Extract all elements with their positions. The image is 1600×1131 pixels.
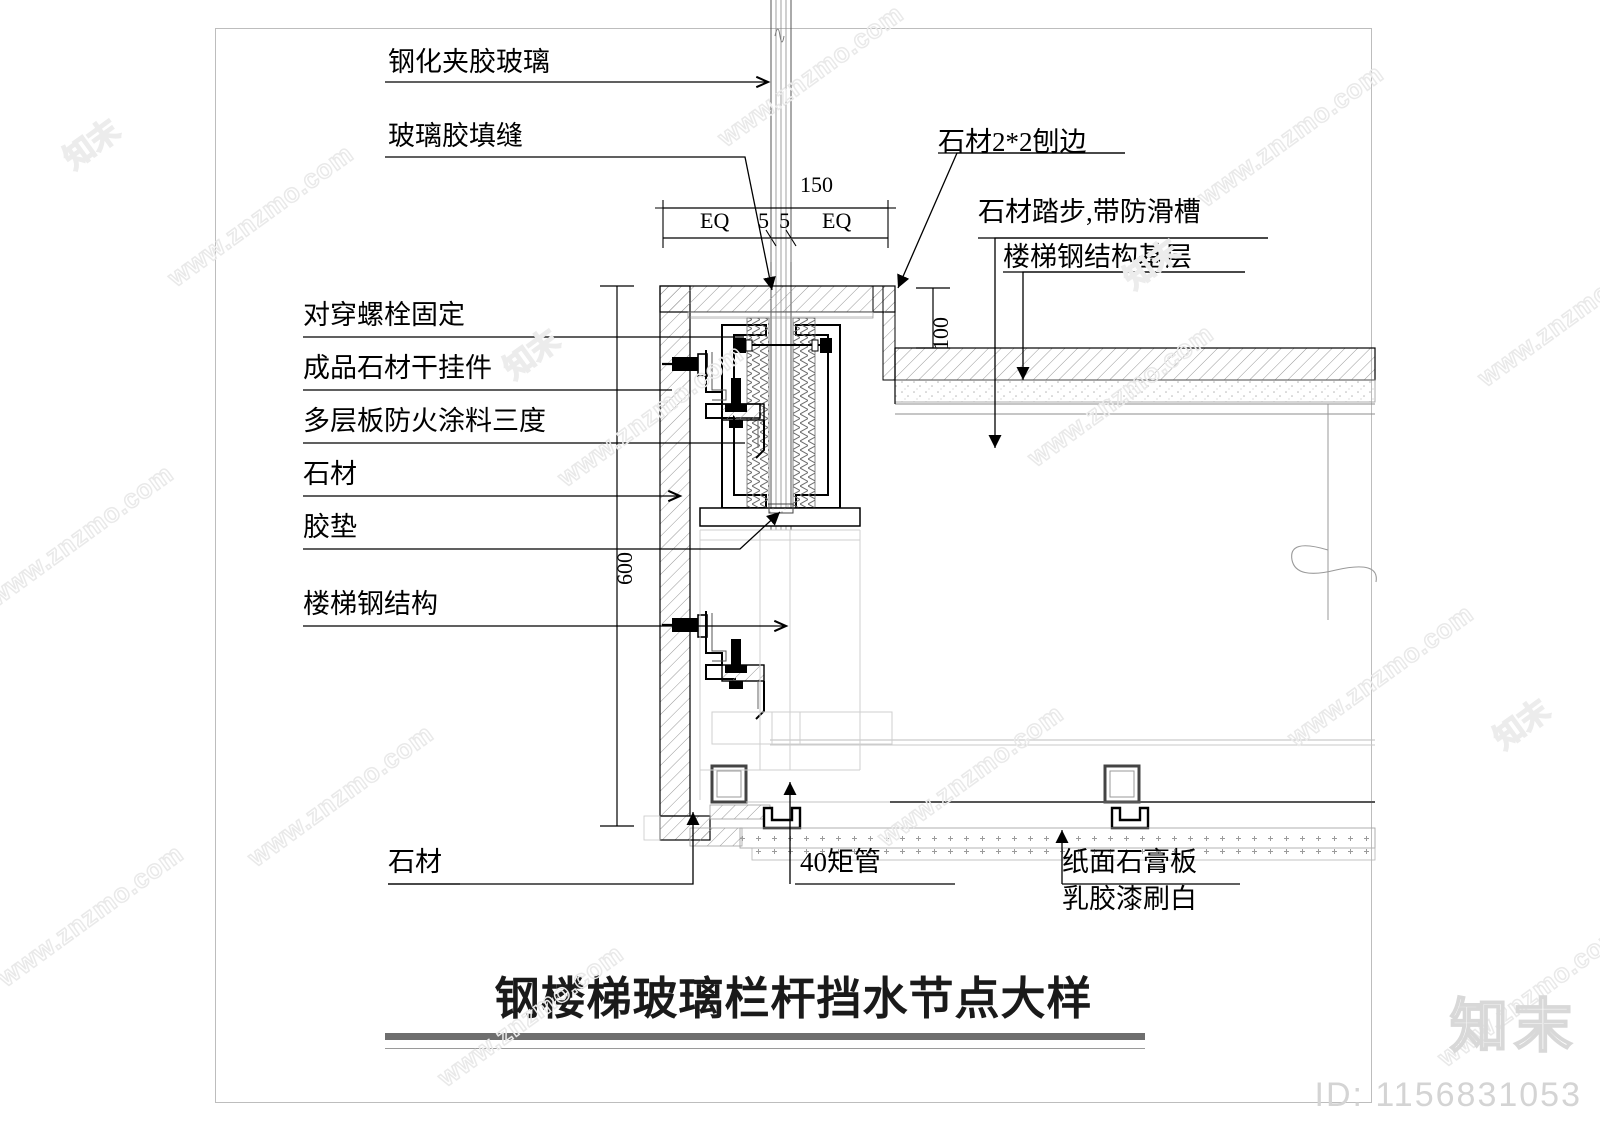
dimension-text-eq-right: EQ — [822, 208, 852, 233]
label-stair-steel-substrate: 楼梯钢结构基层 — [1003, 242, 1192, 272]
title-underline-bar — [385, 1033, 1145, 1040]
label-stone-panel: 石材 — [303, 459, 357, 489]
upper-dry-hang-bracket — [662, 350, 765, 459]
ceiling-assembly — [689, 711, 1376, 861]
dimension-text-gap-left: 5 — [758, 208, 769, 233]
label-stone-base: 石材 — [388, 847, 442, 877]
through-bolt-assembly — [734, 338, 832, 353]
label-silicone-sealant-joint: 玻璃胶填缝 — [388, 121, 523, 151]
leader-lines — [303, 75, 1268, 885]
drawing-frame-border — [215, 28, 1372, 1103]
label-stone-dry-hang-bracket: 成品石材干挂件 — [303, 353, 492, 383]
label-stone-2x2-chamfer: 石材2*2刨边 — [938, 127, 1087, 157]
label-rubber-pad: 胶垫 — [303, 512, 357, 542]
dimension-text-eq-left: EQ — [700, 208, 730, 233]
dimension-text-600: 600 — [612, 552, 637, 585]
break-line-symbol — [1291, 404, 1377, 620]
label-plywood-fireproof-coating: 多层板防火涂料三度 — [303, 406, 546, 436]
drawing-id-label: ID: 1156831053 — [1314, 1076, 1582, 1114]
dimension-100 — [916, 287, 950, 349]
label-underlines — [388, 152, 1268, 885]
brand-logo: 知末 — [1449, 993, 1578, 1060]
label-white-latex-paint: 乳胶漆刷白 — [1062, 884, 1197, 914]
drawing-title: 钢楼梯玻璃栏杆挡水节点大样 — [494, 973, 1093, 1024]
label-stone-tread-antislip-groove: 石材踏步,带防滑槽 — [978, 197, 1201, 227]
title-underline-thin — [385, 1048, 1145, 1049]
glass-panel-group — [770, 0, 792, 530]
dimension-text-150: 150 — [800, 172, 833, 197]
steel-channel-posts — [699, 317, 861, 527]
dimension-text-gap-right: 5 — [779, 208, 790, 233]
label-stair-steel-structure: 楼梯钢结构 — [303, 589, 438, 619]
dimension-chain-150 — [655, 200, 896, 262]
dimension-600 — [600, 285, 634, 827]
label-40-square-tube: 40矩管 — [800, 847, 881, 877]
cavity-construction-lines — [699, 529, 861, 800]
label-tempered-laminated-glass: 钢化夹胶玻璃 — [388, 47, 550, 77]
label-through-bolt-fixing: 对穿螺栓固定 — [303, 300, 465, 330]
label-gypsum-board: 纸面石膏板 — [1062, 847, 1197, 877]
dimension-text-100: 100 — [928, 317, 953, 350]
stair-tread-slab — [882, 285, 1376, 415]
